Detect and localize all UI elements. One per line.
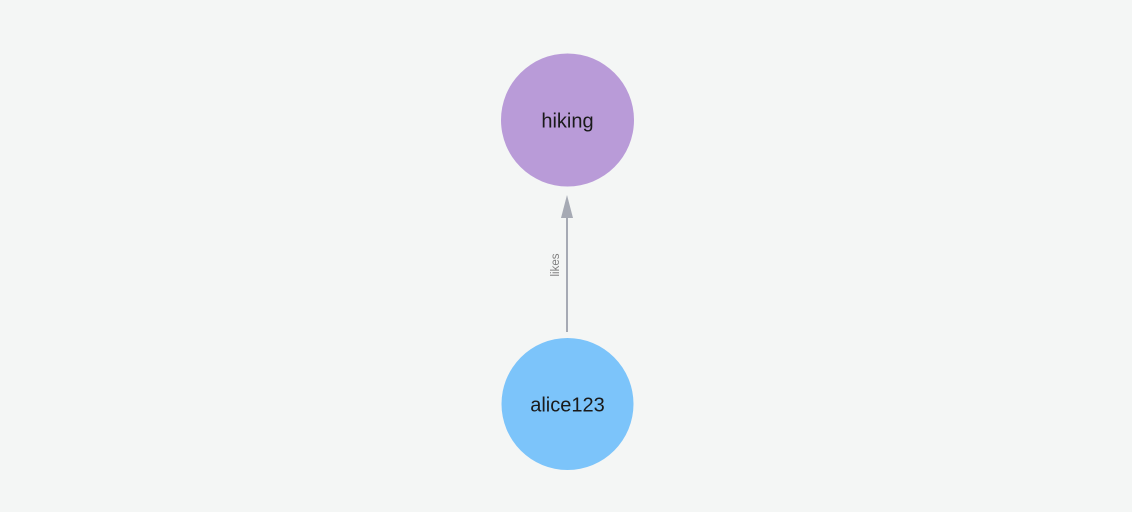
node-label-hiking: hiking [541,110,593,132]
edge-label-likes: likes [550,253,562,276]
node-hiking[interactable]: hiking [501,53,634,187]
node-alice123[interactable]: alice123 [501,338,634,470]
edge-arrowhead-icon [561,195,573,218]
node-circle-hiking [501,53,634,187]
node-label-alice123: alice123 [530,394,605,416]
node-circle-alice123 [501,338,634,470]
edge-alice123-likes-hiking[interactable]: likes [550,195,573,332]
